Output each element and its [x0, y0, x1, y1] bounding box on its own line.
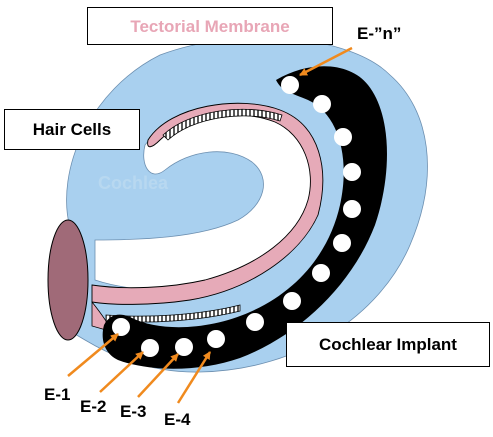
electrode-contact: [175, 338, 193, 356]
electrode-2-label: E-2: [80, 398, 106, 415]
hair-cells-text: Hair Cells: [33, 121, 111, 138]
tectorial-membrane-label: Tectorial Membrane: [87, 7, 333, 45]
electrode-contact: [246, 313, 264, 331]
cochlear-implant-text: Cochlear Implant: [319, 336, 457, 353]
electrode-contact: [283, 292, 301, 310]
electrode-contact: [333, 234, 351, 252]
electrode-contact: [334, 128, 352, 146]
electrode-contact: [312, 264, 330, 282]
electrode-4-label: E-4: [164, 411, 190, 428]
electrode-contact: [141, 339, 159, 357]
electrode-1-label: E-1: [44, 386, 70, 403]
electrode-contact: [112, 318, 130, 336]
electrode-contact: [207, 330, 225, 348]
electrode-3-label: E-3: [120, 403, 146, 420]
electrode-contact: [343, 200, 361, 218]
tectorial-membrane-text: Tectorial Membrane: [130, 18, 289, 35]
cochlea-label: Cochlea: [98, 174, 168, 192]
cochlear-implant-label: Cochlear Implant: [286, 322, 490, 367]
electrode-contact: [281, 76, 299, 94]
hair-cells-label: Hair Cells: [4, 109, 140, 150]
cochlea-entrance: [48, 220, 88, 340]
electrode-contact: [343, 163, 361, 181]
electrode-contact: [313, 95, 331, 113]
electrode-n-label: E-”n”: [357, 25, 401, 42]
